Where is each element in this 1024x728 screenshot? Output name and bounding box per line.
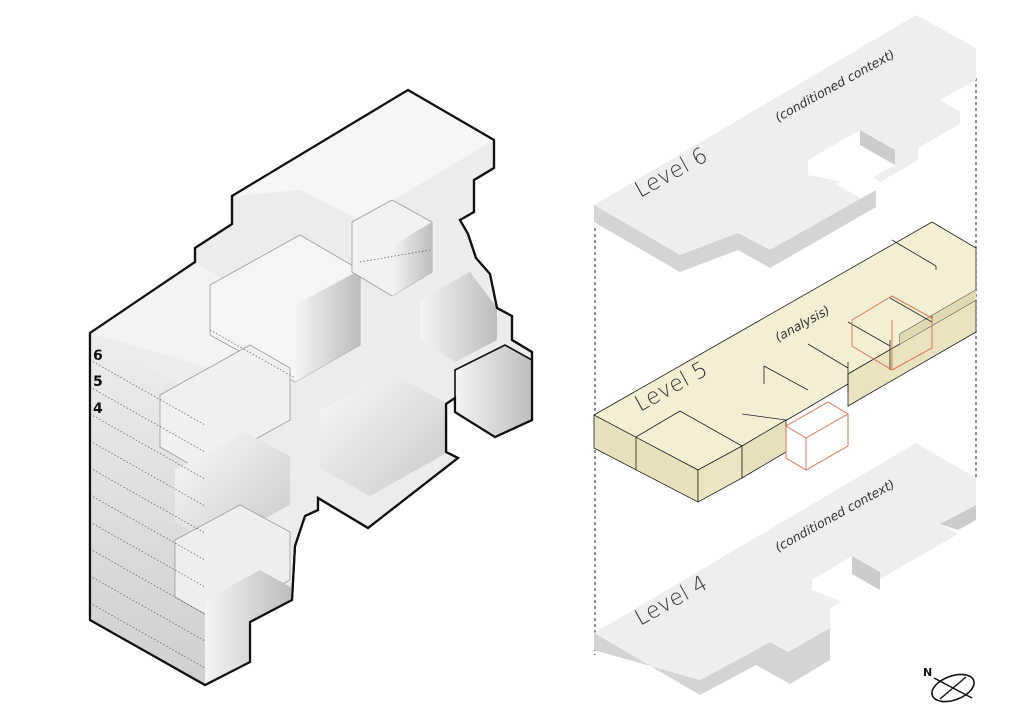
north-label: N bbox=[923, 666, 932, 679]
floor-lines bbox=[89, 249, 431, 669]
massing-model: 6 5 4 bbox=[88, 88, 534, 687]
floor-label-4: 4 bbox=[93, 401, 103, 417]
level-5-slab: Level 5 (analysis) bbox=[593, 221, 977, 503]
floor-label-5: 5 bbox=[93, 374, 103, 390]
north-compass: N bbox=[923, 666, 975, 703]
floor-label-6: 6 bbox=[93, 348, 103, 364]
highlighted-cells bbox=[785, 295, 933, 471]
level-4-slab: Level 4 (conditioned context) bbox=[594, 443, 976, 695]
massing-roof bbox=[232, 90, 494, 220]
analysis-grid bbox=[635, 239, 937, 470]
